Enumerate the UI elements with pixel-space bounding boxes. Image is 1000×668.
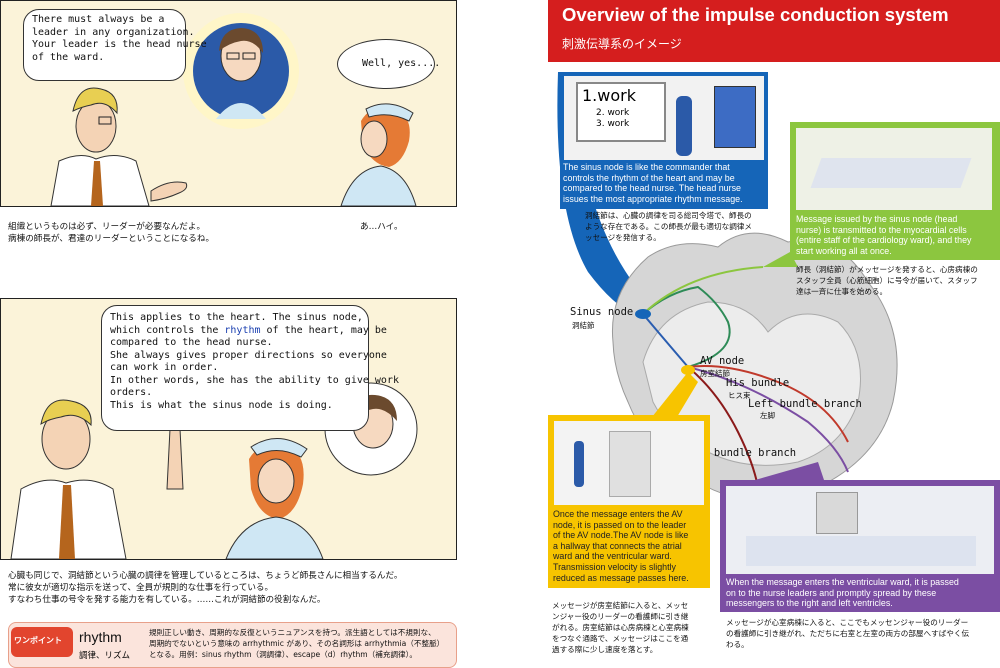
yellow-box: Once the message enters the AV node, it … — [548, 415, 710, 588]
window — [714, 86, 756, 148]
ventricular-ward-illustration — [726, 486, 994, 574]
label-his-bundle: His bundle — [726, 377, 790, 389]
label-sinus-node-jp: 洞結節 — [572, 321, 595, 330]
yellow-box-text: Once the message enters the AV node, it … — [553, 509, 689, 583]
onepoint-desc: 規則正しい動き、周期的な反復というニュアンスを持つ。派生語としては不規則な、 周… — [149, 628, 445, 659]
classroom-illustration: 1.work 2. work 3. work — [564, 76, 764, 160]
purple-box-text: When the message enters the ventricular … — [726, 577, 959, 609]
label-left-bundle: Left bundle branch — [748, 398, 862, 410]
panel-1-caption-right: あ…ハイ。 — [360, 222, 403, 232]
panel-1-caption: 組織というものは必ず、リーダーが必要なんだよ。 病棟の師長が、君達のリーダーとい… — [8, 222, 215, 244]
comic-panel-2: This applies to the heart. The sinus nod… — [0, 298, 457, 560]
label-sinus-node: Sinus node — [570, 306, 634, 318]
label-av-node-jp: 房室結節 — [700, 369, 730, 378]
speech-bubble-nurse: Well, yes.... — [337, 39, 440, 89]
ward-illustration — [796, 128, 992, 210]
label-his-bundle-jp: ヒス束 — [728, 391, 751, 400]
purple-box-jp: メッセージが心室病棟に入ると、ここでもメッセンジャー役のリーダー の看護師に引き… — [726, 618, 970, 649]
onepoint-term: rhythm — [79, 629, 122, 645]
blue-box-jp: 洞結節は、心臓の調律を司る総司令塔で、師長の ような存在である。この師長が最も適… — [585, 211, 752, 242]
label-av-node: AV node — [700, 355, 745, 367]
green-box-jp: 師長（洞結節）がメッセージを発すると、心房病棟の スタッフ全員（心筋細胞）に号令… — [796, 265, 978, 296]
blue-box: 1.work 2. work 3. work The sinus node is… — [560, 72, 768, 209]
rhythm-highlight: rhythm — [224, 324, 261, 336]
title-bar — [548, 0, 1000, 62]
onepoint-tag: ワンポイント — [11, 627, 73, 657]
green-box: Message issued by the sinus node (head n… — [790, 122, 1000, 260]
purple-box: When the message enters the ventricular … — [720, 480, 1000, 612]
speech-bubble-doctor: There must always be a leader in any org… — [23, 9, 207, 81]
page-title: Overview of the impulse conduction syste… — [562, 4, 949, 25]
panel-2-caption: 心臓も同じで、洞結節という心臓の調律を管理しているところは、ちょうど師長さんに相… — [8, 571, 403, 605]
speech-bubble-heart: This applies to the heart. The sinus nod… — [101, 305, 399, 431]
comic-panel-1: There must always be a leader in any org… — [0, 0, 457, 207]
panel-1-illustration — [50, 13, 417, 206]
onepoint-term-jp: 調律、リズム — [79, 651, 131, 661]
blue-box-text: The sinus node is like the commander tha… — [563, 162, 743, 204]
green-box-text: Message issued by the sinus node (head n… — [796, 214, 972, 256]
yellow-box-jp: メッセージが房室結節に入ると、メッセ ンジャー役のリーダーの看護師に引き継 がれ… — [552, 601, 689, 654]
hallway-illustration — [554, 421, 704, 505]
onepoint-box: ワンポイント rhythm 調律、リズム 規則正しい動き、周期的な反復というニュ… — [8, 622, 457, 668]
nurse-figure — [676, 96, 692, 156]
page-subtitle-jp: 刺激伝導系のイメージ — [562, 37, 682, 51]
label-left-bundle-jp: 左脚 — [760, 411, 775, 420]
blackboard: 1.work 2. work 3. work — [576, 82, 666, 142]
